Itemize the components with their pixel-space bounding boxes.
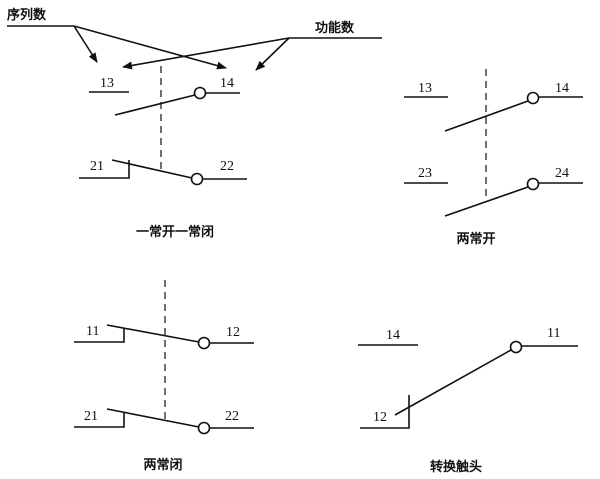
diagram-caption: 转换触头 bbox=[430, 459, 482, 475]
terminal-label: 23 bbox=[418, 166, 432, 181]
terminal-label: 14 bbox=[555, 81, 569, 96]
diagram-two-nc: 11 12 21 22 两常闭 bbox=[74, 280, 254, 473]
terminal-label: 22 bbox=[225, 409, 239, 424]
terminal-label: 13 bbox=[418, 81, 432, 96]
terminal-label: 14 bbox=[220, 76, 234, 91]
terminal-label: 14 bbox=[386, 328, 400, 343]
function-number-label: 功能数 bbox=[315, 20, 355, 36]
diagram-caption: 一常开一常闭 bbox=[136, 224, 214, 240]
annotation-function-number: 功能数 bbox=[122, 20, 382, 71]
terminal-label: 12 bbox=[373, 410, 387, 425]
annotation-sequence-number: 序列数 bbox=[7, 7, 227, 70]
sequence-number-label: 序列数 bbox=[7, 7, 47, 23]
terminal-label: 21 bbox=[84, 409, 98, 424]
terminal-label: 12 bbox=[226, 325, 240, 340]
terminal-label: 22 bbox=[220, 159, 234, 174]
diagram-no-nc: 13 14 21 22 一常开一常闭 bbox=[79, 66, 247, 240]
diagram-changeover: 14 11 12 转换触头 bbox=[358, 326, 578, 475]
terminal-label: 13 bbox=[100, 76, 114, 91]
terminal-label: 24 bbox=[555, 166, 569, 181]
terminal-label: 11 bbox=[547, 326, 560, 341]
terminal-label: 21 bbox=[90, 159, 104, 174]
terminal-label: 11 bbox=[86, 324, 99, 339]
diagram-caption: 两常闭 bbox=[143, 457, 182, 473]
diagram-two-no: 13 14 23 24 两常开 bbox=[404, 69, 583, 247]
diagram-caption: 两常开 bbox=[456, 231, 495, 247]
